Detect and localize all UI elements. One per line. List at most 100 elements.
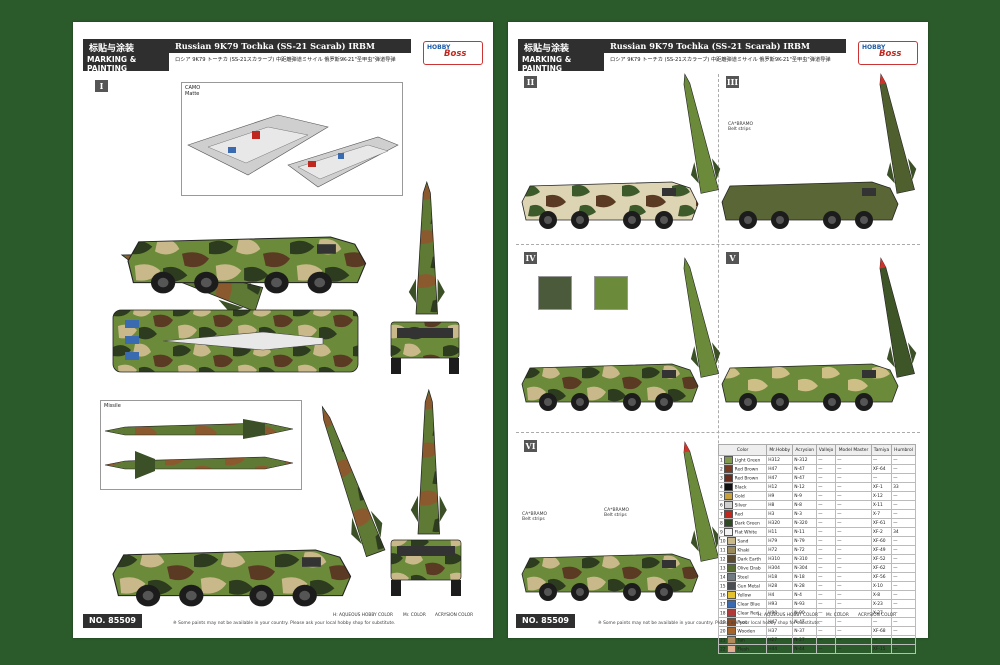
tamiya-cell: XF-68 [870, 626, 893, 636]
paint-availability-note: ※ Some paints may not be available in yo… [173, 621, 396, 626]
acrysion-cell: N-72 [792, 545, 818, 555]
tamiya-cell: X-12 [870, 491, 893, 501]
mrhobby-cell: H28 [766, 581, 794, 591]
acrysion-cell: N-8 [792, 500, 818, 510]
color-name: Dark Earth [737, 557, 761, 563]
acrysion-cell: N-4 [792, 590, 818, 600]
col-header-mrhobby: Mr.Hobby [766, 444, 794, 456]
mrhobby-cell: H93 [766, 599, 794, 609]
tamiya-cell: X-8 [870, 590, 893, 600]
color-number: 20 [720, 629, 726, 635]
col-header-humbrol: Humbrol [891, 444, 916, 456]
mrhobby-cell: H47 [766, 464, 794, 474]
vallejo-cell: — [816, 581, 837, 591]
header-en: MARKING & PAINTING [522, 55, 572, 73]
kit-number: NO. 85509 [83, 614, 142, 628]
color-swatch [727, 555, 736, 563]
color-cell: 20 Wooden [717, 626, 768, 636]
logo-text-b: Boss [444, 49, 467, 59]
color-name: Clear Red [737, 611, 759, 617]
missile-profile-drawing [104, 419, 294, 479]
color-number: 19 [720, 620, 726, 626]
color-name: Light Green [734, 458, 761, 464]
color-name: Yellow [737, 593, 751, 599]
step-number-4: IV [524, 252, 537, 264]
kit-number: NO. 85509 [516, 614, 575, 628]
acrysion-cell: N-44 [792, 644, 818, 654]
launcher-front-view-bottom [390, 389, 462, 596]
vallejo-cell: — [816, 500, 837, 510]
color-name: Sand [737, 539, 749, 545]
paint-legend-acrysion: ACRYSION COLOR [435, 613, 474, 618]
color-swatch [724, 483, 734, 491]
missile-detail-inset: Missile [100, 400, 302, 490]
tamiya-cell: X-23 [870, 599, 893, 609]
color-cell: 14 Steel [717, 572, 768, 582]
vallejo-cell: — [816, 518, 837, 528]
modelmaster-cell: — [835, 545, 872, 555]
modelmaster-cell: — [835, 554, 872, 564]
humbrol-cell: — [891, 473, 916, 483]
acrysion-cell: N-9 [792, 491, 818, 501]
instruction-page-right: 标贴与涂装 MARKING & PAINTING Russian 9K79 To… [508, 22, 928, 654]
acrysion-cell: N-310 [792, 554, 818, 564]
color-name: Dark Green [734, 521, 760, 527]
color-cell: 16 Yellow [717, 590, 768, 600]
color-cell: 3 Red Brown [717, 473, 768, 483]
color-swatch [724, 456, 734, 464]
color-cell: 12 Dark Earth [717, 554, 768, 564]
color-name: Gold [734, 494, 745, 500]
color-swatch [724, 510, 734, 518]
acrysion-cell: N-18 [792, 572, 818, 582]
scheme-iv-detail-b [594, 276, 628, 310]
modelmaster-cell: — [835, 518, 872, 528]
scheme-vi-callout-b: CA*BRAMO Belt strips [604, 508, 630, 518]
acrysion-cell: N-93 [792, 599, 818, 609]
acrysion-cell: N-320 [792, 518, 818, 528]
color-name: Wooden [737, 629, 756, 635]
paint-legend-aqueous: H: AQUEOUS HOBBY COLOR [758, 613, 819, 618]
acrysion-cell: N-37 [792, 626, 818, 636]
vallejo-cell: — [816, 545, 837, 555]
tamiya-cell: XF-1 [870, 482, 893, 492]
col-header-color: Color [717, 444, 768, 456]
humbrol-cell: — [891, 599, 916, 609]
acrysion-cell: N-12 [792, 482, 818, 492]
color-number: 16 [720, 593, 726, 599]
color-swatch [724, 519, 734, 527]
mrhobby-cell: H37 [766, 626, 794, 636]
color-name: Flat White [734, 530, 757, 536]
color-cell: 8 Dark Green [717, 518, 768, 528]
color-number: 7 [720, 512, 723, 518]
humbrol-cell: — [891, 626, 916, 636]
color-number: 6 [720, 503, 723, 509]
mrhobby-cell: H9 [766, 491, 794, 501]
vallejo-cell: — [816, 536, 837, 546]
modelmaster-cell: — [835, 509, 872, 519]
vallejo-cell: — [816, 509, 837, 519]
acrysion-cell: N-304 [792, 563, 818, 573]
color-number: 12 [720, 557, 726, 563]
color-cell: 21 Tan [717, 635, 768, 645]
tamiya-cell: XF-60 [870, 536, 893, 546]
tamiya-cell: — [870, 473, 893, 483]
color-cell: 4 Black [717, 482, 768, 492]
hobbyboss-logo: HOBBY Boss [423, 41, 483, 65]
acrysion-cell: N-11 [792, 527, 818, 537]
divider-row-1 [516, 244, 920, 245]
marking-painting-tag: 标贴与涂装 MARKING & PAINTING [83, 39, 169, 73]
header-cn: 标贴与涂装 [524, 44, 570, 54]
vallejo-cell: — [816, 626, 837, 636]
